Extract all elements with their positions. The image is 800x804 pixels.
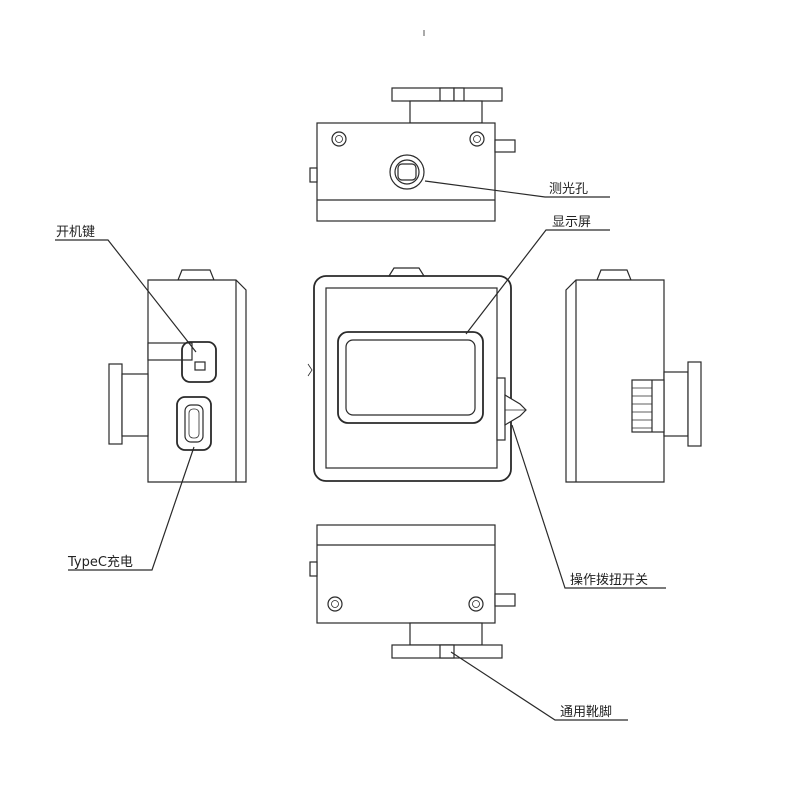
label-dial-switch: 操作拨扭开关 xyxy=(570,572,648,588)
display-screen xyxy=(337,331,484,424)
bottom-shoe-tab xyxy=(439,644,455,659)
bottom-view xyxy=(309,524,516,659)
leader-light-hole xyxy=(424,180,610,198)
left-body xyxy=(147,279,247,483)
front-view xyxy=(307,267,527,482)
top-body xyxy=(316,122,496,222)
front-left-mark xyxy=(307,363,313,377)
label-typec: TypeC充电 xyxy=(67,554,133,570)
leader-typec xyxy=(68,446,195,571)
label-light-hole: 测光孔 xyxy=(549,182,588,197)
light-hole-icon xyxy=(389,154,425,190)
top-right-nub xyxy=(494,139,516,153)
right-view xyxy=(565,269,702,483)
left-flange-plate xyxy=(108,363,123,445)
screw-icon xyxy=(327,596,343,612)
knurled-dial-icon xyxy=(631,379,665,433)
screw-icon xyxy=(468,596,484,612)
top-shoe-stem xyxy=(409,100,483,124)
left-top-bump xyxy=(177,269,215,281)
bottom-left-nub xyxy=(309,561,318,577)
dial-switch-icon[interactable] xyxy=(496,377,527,441)
bottom-right-nub xyxy=(494,593,516,607)
label-power-key: 开机键 xyxy=(56,225,95,240)
right-flange-stem xyxy=(663,371,689,437)
top-view xyxy=(309,87,516,222)
left-flange-stem xyxy=(121,373,149,437)
leader-power-key xyxy=(55,239,197,353)
left-power-channel xyxy=(147,342,193,361)
front-inner-panel xyxy=(325,287,498,469)
left-view xyxy=(108,269,247,483)
front-top-bump xyxy=(387,267,426,277)
top-shoe-tab-left xyxy=(439,87,455,102)
leader-hot-shoe xyxy=(450,651,628,721)
leader-lines xyxy=(55,180,666,721)
bottom-body xyxy=(316,524,496,624)
label-hot-shoe: 通用靴脚 xyxy=(560,704,612,720)
power-button-icon[interactable] xyxy=(181,341,217,383)
leader-display xyxy=(465,229,610,335)
screw-icon xyxy=(469,131,485,147)
typec-port-icon[interactable] xyxy=(176,396,212,451)
top-left-nub xyxy=(309,167,318,183)
right-flange-plate xyxy=(687,361,702,447)
label-display: 显示屏 xyxy=(552,215,591,230)
front-outer-housing xyxy=(313,275,512,482)
right-top-bump xyxy=(596,269,632,281)
screw-icon xyxy=(331,131,347,147)
leader-dial-switch xyxy=(511,424,666,589)
top-shoe-tab-right xyxy=(453,87,465,102)
bottom-shoe-stem xyxy=(409,622,483,646)
